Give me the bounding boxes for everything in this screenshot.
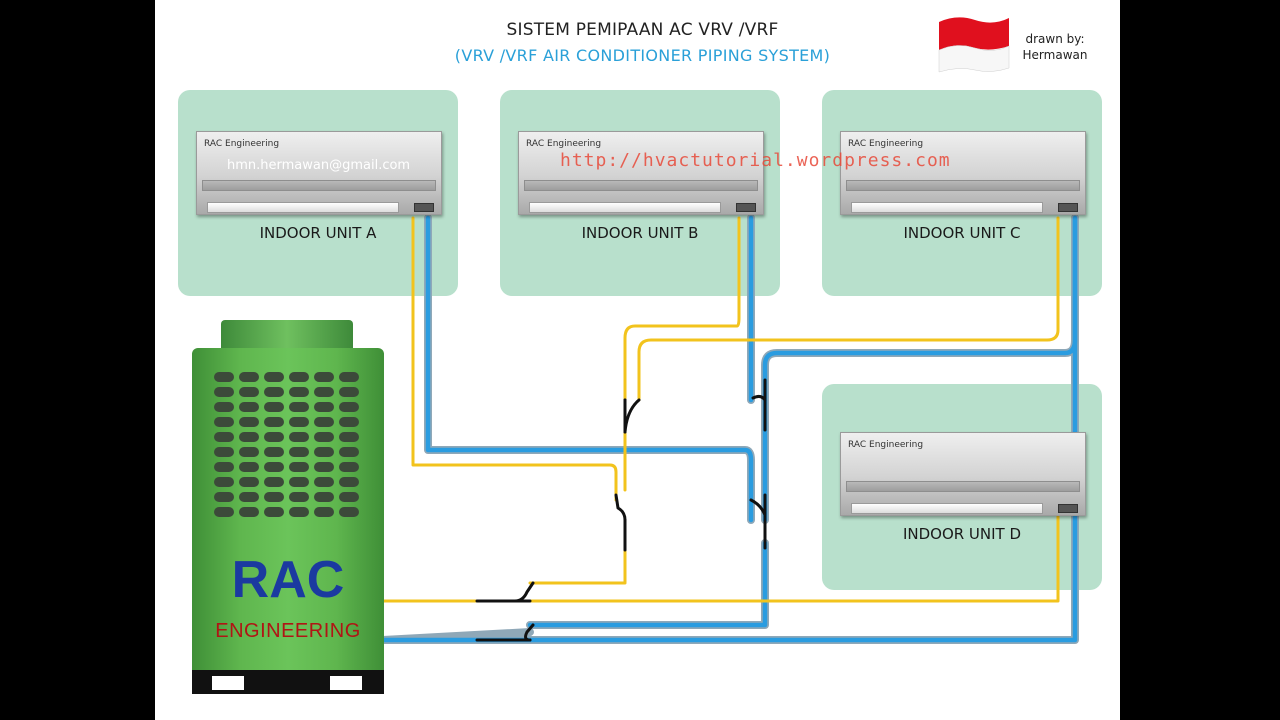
outdoor-unit-foot-right — [330, 676, 362, 690]
indoor-unit-d-strip — [846, 481, 1080, 492]
indoor-unit-b-vent — [529, 202, 721, 213]
indoor-unit-c-port — [1058, 203, 1078, 212]
indoor-unit-c: RAC Engineering — [840, 131, 1086, 215]
indoor-unit-c-vent — [851, 202, 1043, 213]
email-watermark: hmn.hermawan@gmail.com — [227, 158, 411, 173]
drawn-by-label: drawn by: — [1025, 32, 1085, 46]
indoor-unit-b-strip — [524, 180, 758, 191]
indoor-unit-d-brand: RAC Engineering — [848, 440, 924, 450]
outdoor-unit-body: RAC ENGINEERING — [192, 348, 384, 670]
indoor-unit-b-label: INDOOR UNIT B — [581, 224, 699, 242]
indoor-unit-c-strip — [846, 180, 1080, 191]
indoor-unit-c-label: INDOOR UNIT C — [903, 224, 1021, 242]
outdoor-unit-grille-icon — [214, 372, 359, 517]
outdoor-unit-base — [192, 670, 384, 694]
indoor-unit-a-brand: RAC Engineering — [204, 139, 280, 149]
piping-diagram — [379, 214, 1079, 644]
indoor-unit-b-port — [736, 203, 756, 212]
indoor-unit-a-port — [414, 203, 434, 212]
outdoor-unit: RAC ENGINEERING — [192, 320, 384, 694]
outdoor-unit-foot-left — [212, 676, 244, 690]
diagram-canvas: SISTEM PEMIPAAN AC VRV /VRF (VRV /VRF AI… — [155, 0, 1120, 720]
indoor-unit-a-vent — [207, 202, 399, 213]
outdoor-unit-brand-sub: ENGINEERING — [215, 620, 361, 642]
indoor-unit-b-brand: RAC Engineering — [526, 139, 602, 149]
indonesia-flag-icon — [938, 17, 1010, 73]
indoor-unit-d-port — [1058, 504, 1078, 513]
indoor-unit-b: RAC Engineering — [518, 131, 764, 215]
indoor-unit-d-label: INDOOR UNIT D — [902, 525, 1022, 543]
author-name: Hermawan — [1022, 48, 1088, 62]
diagram-title: SISTEM PEMIPAAN AC VRV /VRF — [506, 20, 779, 40]
indoor-unit-a-label: INDOOR UNIT A — [259, 224, 377, 242]
indoor-unit-c-brand: RAC Engineering — [848, 139, 924, 149]
indoor-unit-a: RAC Engineering — [196, 131, 442, 215]
url-watermark: http://hvactutorial.wordpress.com — [560, 150, 951, 171]
diagram-subtitle: (VRV /VRF AIR CONDITIONER PIPING SYSTEM) — [454, 46, 831, 65]
indoor-unit-d: RAC Engineering — [840, 432, 1086, 516]
indoor-unit-a-strip — [202, 180, 436, 191]
indoor-unit-d-vent — [851, 503, 1043, 514]
outdoor-unit-brand-main: RAC — [231, 551, 345, 609]
